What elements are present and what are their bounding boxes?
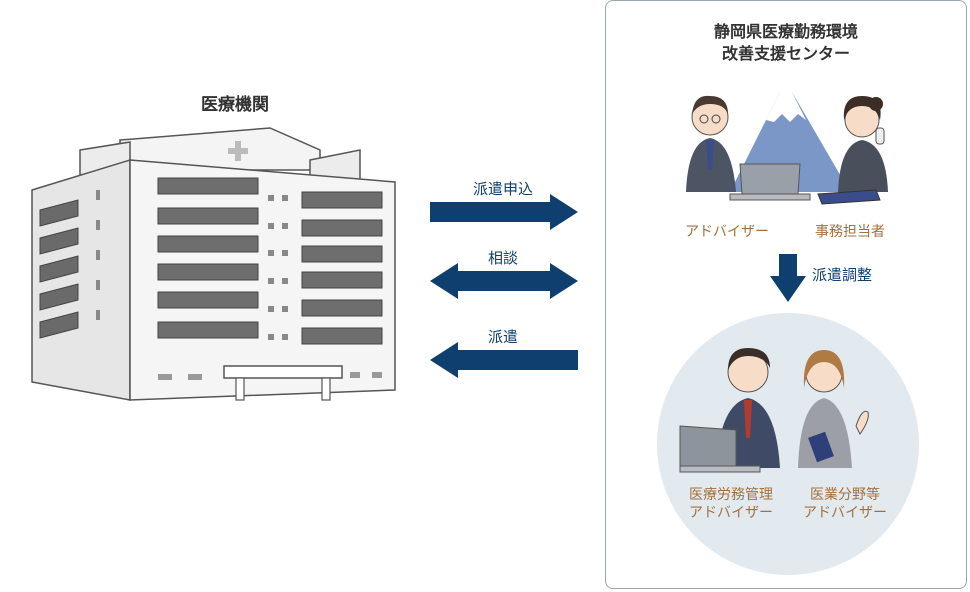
medical-advisor-label: 医業分野等 アドバイザー [790,486,900,522]
labor-advisor-label-line2: アドバイザー [689,505,773,521]
medical-advisor-label-line2: アドバイザー [803,505,887,521]
consultation-arrow [430,263,578,299]
support-center-title-line1: 静岡県医療勤務環境 [713,22,858,41]
labor-advisor-label-line1: 医療労務管理 [689,487,773,503]
labor-advisor-label: 医療労務管理 アドバイザー [676,486,786,522]
advisors-illustration [679,348,869,473]
medical-advisor-label-line1: 医業分野等 [810,487,880,503]
hospital-label: 医療機関 [201,95,269,115]
consultation-label: 相談 [487,249,518,267]
dispatch-request-arrow [430,194,578,230]
advisor-role-label: アドバイザー [685,224,769,240]
dispatch-label: 派遣 [487,328,518,346]
dispatch-adjust-arrow [770,254,806,302]
support-center-title-line2: 改善支援センター [721,44,850,63]
clerk-role-label: 事務担当者 [815,224,885,240]
hospital-building-illustration [31,127,396,401]
dispatch-adjust-label: 派遣調整 [812,266,873,284]
center-staff-illustration [686,92,888,205]
dispatch-arrow [430,342,578,378]
support-center-title: 静岡県医療勤務環境 改善支援センター [606,21,966,65]
dispatch-request-label: 派遣申込 [472,180,533,198]
